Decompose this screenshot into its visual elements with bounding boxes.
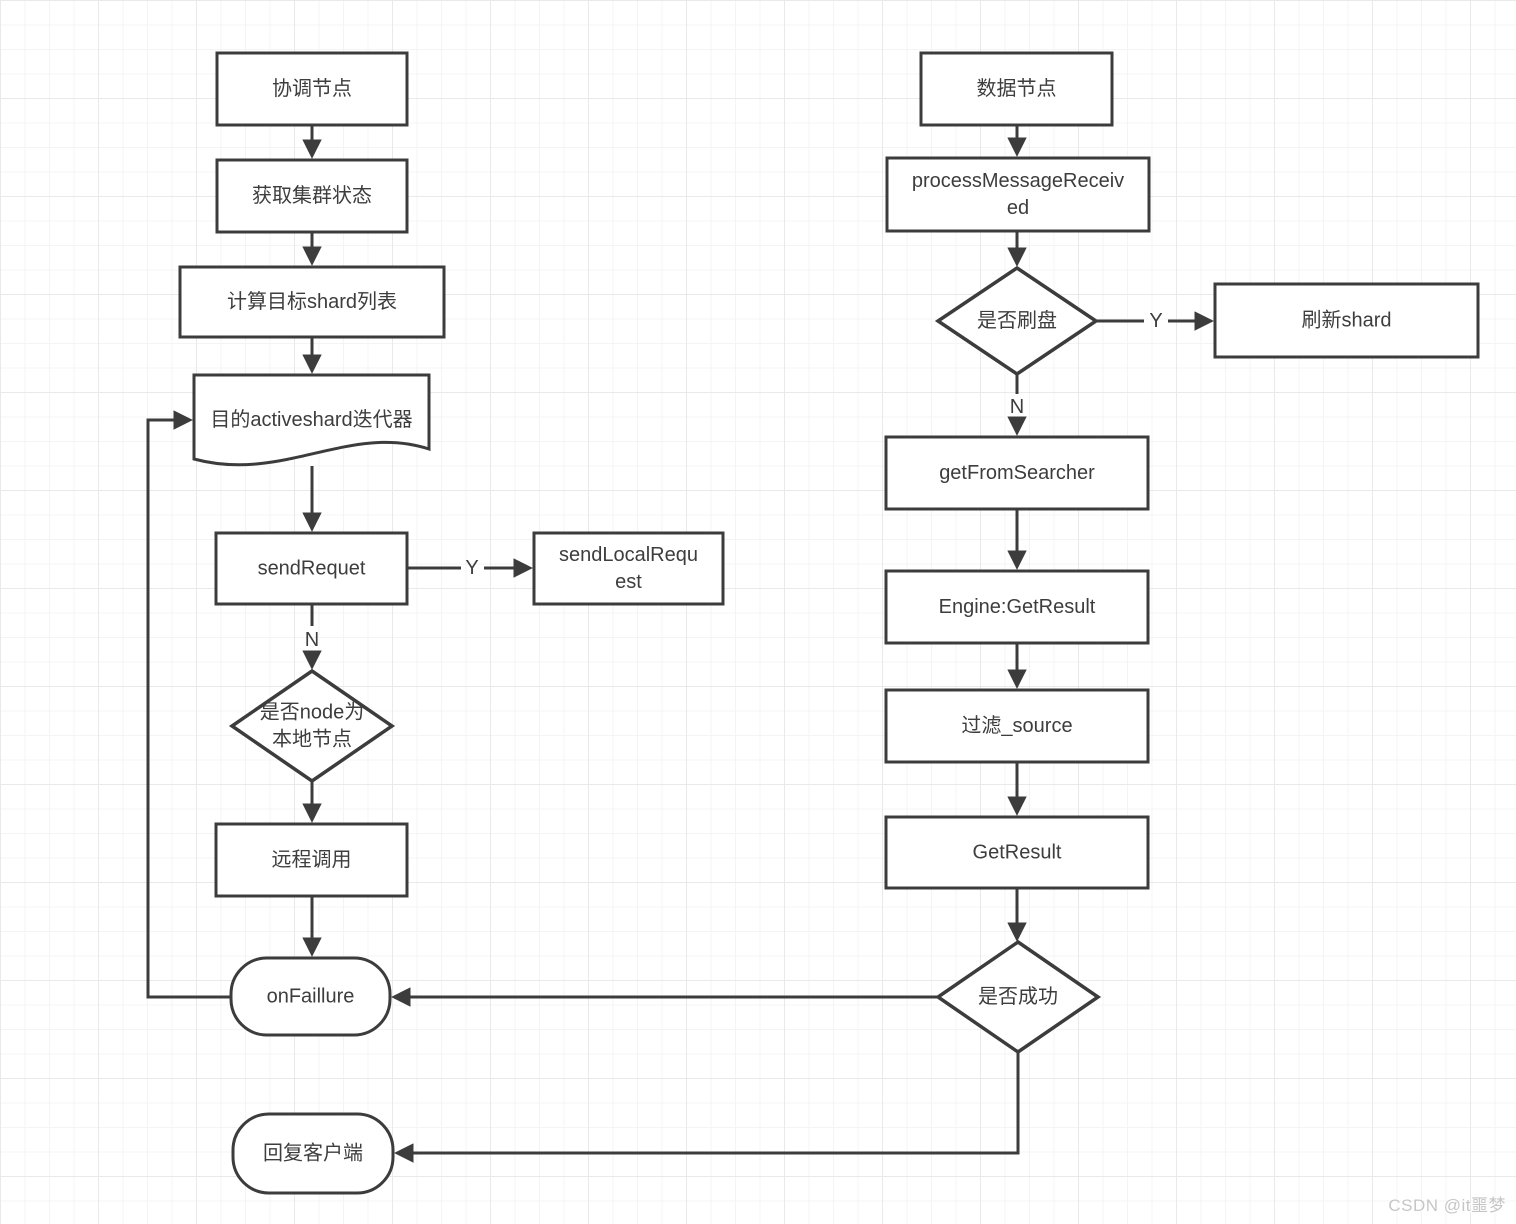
- node-label-on-failure: onFaillure: [267, 986, 355, 1008]
- node-label-filter-source: 过滤_source: [961, 714, 1072, 737]
- node-label-is-flush: 是否刷盘: [977, 309, 1057, 332]
- connector-is-success-to-reply-client: [394, 1052, 1020, 1163]
- node-data-node: [919, 51, 1114, 127]
- node-filter-source: [884, 688, 1150, 764]
- node-send-request: [214, 531, 409, 606]
- node-on-failure: [229, 956, 392, 1037]
- node-label-engine-get-result: Engine:GetResult: [939, 596, 1096, 618]
- label-is-flush-y: Y: [1149, 310, 1162, 332]
- label-send-request-y: Y: [465, 557, 478, 579]
- node-is-flush: [934, 265, 1100, 377]
- node-send-local-request: [532, 531, 725, 606]
- watermark: CSDN @it噩梦: [1388, 1196, 1506, 1215]
- node-label-get-cluster-state: 获取集群状态: [252, 184, 372, 207]
- node-get-from-searcher: [884, 435, 1150, 511]
- node-refresh-shard: [1213, 282, 1480, 359]
- node-label-compute-target-shard-list: 计算目标shard列表: [227, 290, 397, 313]
- node-coordinator-node: [215, 51, 409, 127]
- node-engine-get-result: [884, 569, 1150, 645]
- node-label-data-node: 数据节点: [977, 77, 1057, 100]
- node-label-active-shard-iterator: 目的activeshard迭代器: [210, 408, 412, 431]
- label-send-request-n: N: [305, 629, 319, 651]
- node-remote-call: [214, 822, 409, 898]
- node-is-node-local: [228, 668, 396, 784]
- node-active-shard-iterator: [192, 373, 431, 467]
- node-label-reply-client: 回复客户端: [263, 1142, 363, 1165]
- connector-on-failure-loop-to-iterator: [146, 410, 231, 999]
- label-is-flush-n: N: [1010, 396, 1024, 418]
- node-get-result: [884, 815, 1150, 890]
- node-label-is-success: 是否成功: [978, 985, 1058, 1008]
- node-label-send-request: sendRequet: [258, 558, 366, 580]
- node-compute-target-shard-list: [178, 265, 446, 339]
- node-process-message-received: [885, 156, 1151, 233]
- node-reply-client: [231, 1112, 395, 1195]
- node-is-success: [934, 939, 1102, 1055]
- node-label-refresh-shard: 刷新shard: [1301, 309, 1391, 332]
- node-label-coordinator-node: 协调节点: [272, 77, 352, 100]
- node-get-cluster-state: [215, 158, 409, 234]
- node-label-is-node-local: 是否node为本地节点: [260, 701, 365, 751]
- node-label-remote-call: 远程调用: [272, 848, 352, 871]
- node-label-get-result: GetResult: [973, 842, 1062, 864]
- node-label-get-from-searcher: getFromSearcher: [939, 462, 1095, 484]
